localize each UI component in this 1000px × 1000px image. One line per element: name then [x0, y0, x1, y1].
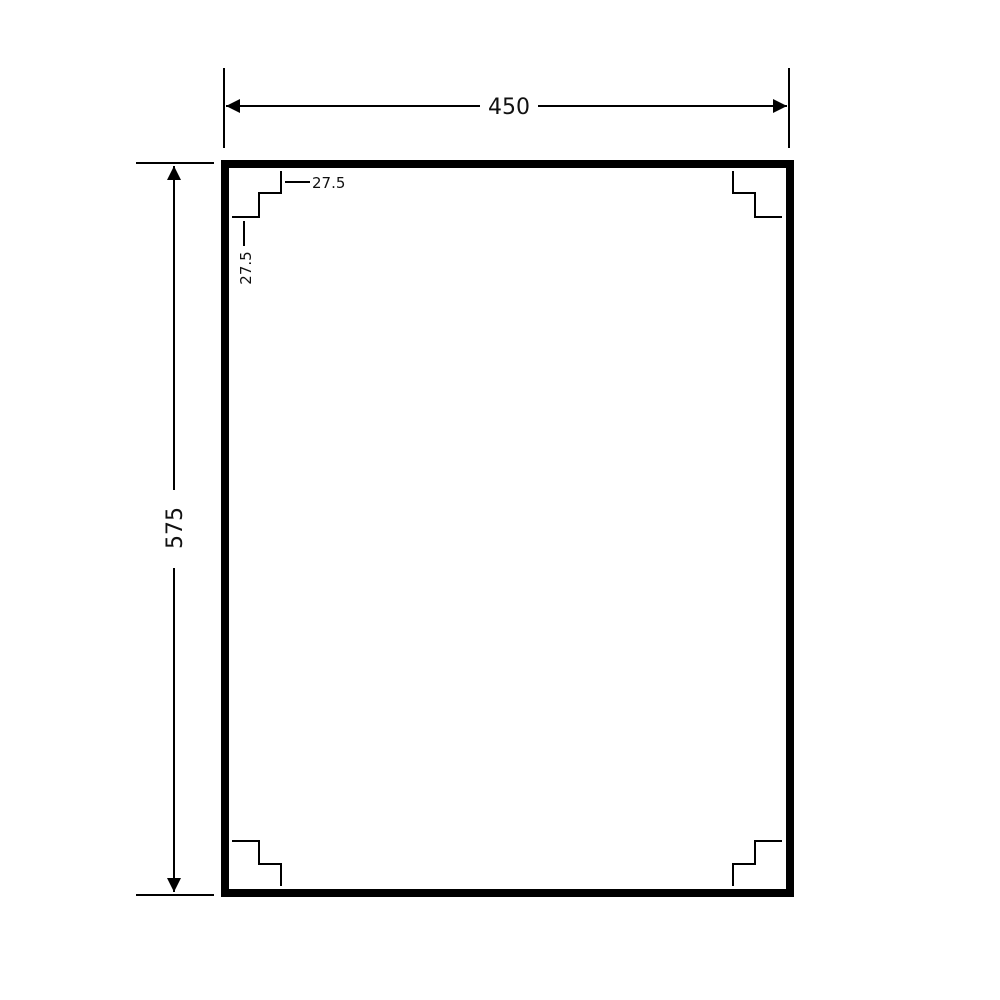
corner-notch-top-left [232, 171, 282, 218]
height-label: 575 [163, 507, 188, 549]
height-dimension: 575 [136, 162, 214, 896]
width-label: 450 [488, 95, 530, 120]
corner-notch-bottom-right [732, 840, 782, 886]
corner-offset-horizontal-label: 27.5 [312, 174, 345, 192]
width-dimension: 450 [223, 68, 790, 148]
corner-offset-vertical-label: 27.5 [237, 251, 255, 284]
corner-notch-top-right [732, 171, 782, 218]
corner-notch-bottom-left [232, 840, 282, 886]
corner-offset-vertical: 27.5 [237, 221, 255, 285]
corner-offset-horizontal: 27.5 [285, 174, 345, 192]
frame-outline [221, 160, 794, 897]
